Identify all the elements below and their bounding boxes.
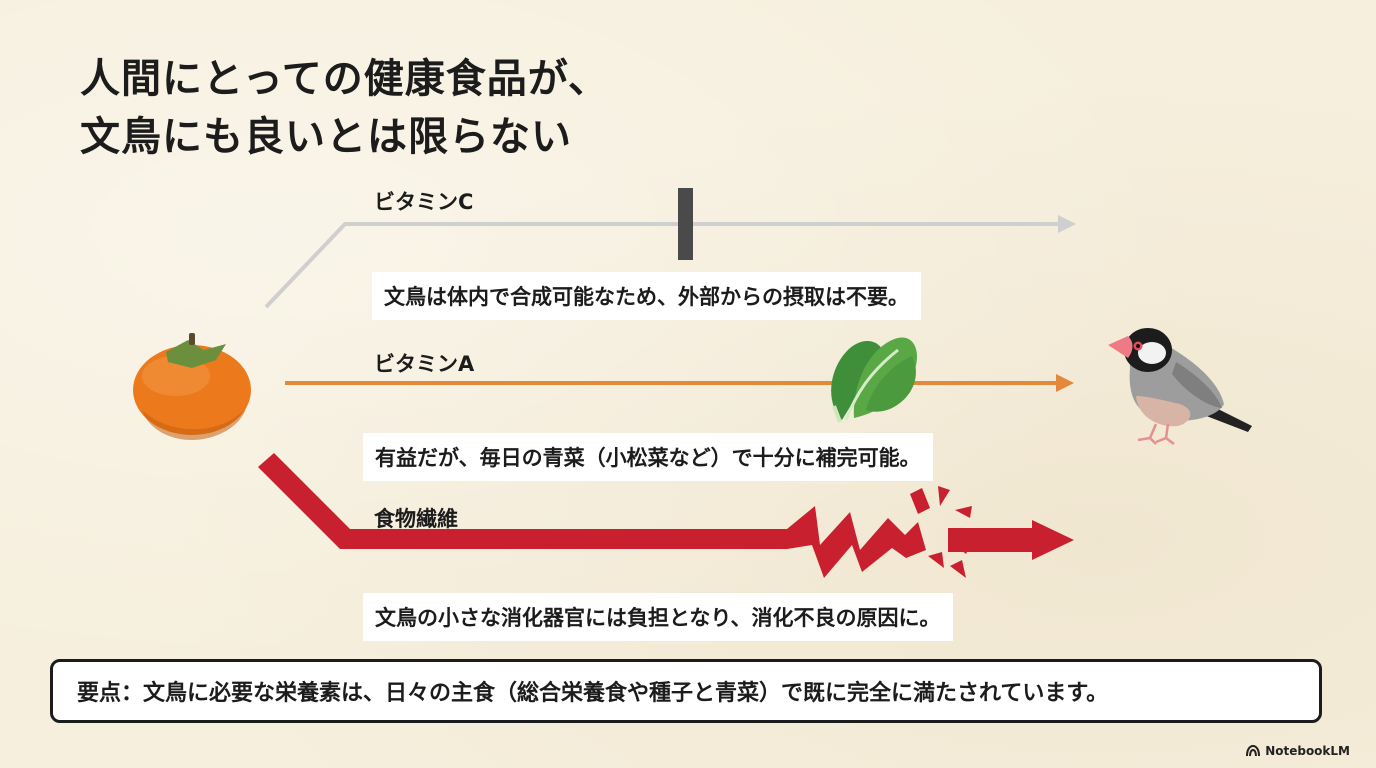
fiber-arrow-body xyxy=(258,453,926,578)
page-title: 人間にとっての健康食品が、 文鳥にも良いとは限らない xyxy=(80,50,609,166)
vitamin-c-note: 文鳥は体内で合成可能なため、外部からの摂取は不要。 xyxy=(372,272,921,320)
vitamin-a-note: 有益だが、毎日の青菜（小松菜など）で十分に補完可能。 xyxy=(363,433,933,481)
barrier-icon xyxy=(678,188,693,260)
vitamin-c-label: ビタミンC xyxy=(374,190,474,214)
vitamin-c-arrow-head xyxy=(1058,215,1076,233)
dietary-fiber-note: 文鳥の小さな消化器官には負担となり、消化不良の原因に。 xyxy=(363,593,953,641)
vitamin-a-route xyxy=(285,337,1074,423)
fiber-arrow-head xyxy=(948,520,1074,560)
page-title-line-1: 人間にとっての健康食品が、 xyxy=(80,56,609,102)
vitamin-a-arrow-head xyxy=(1056,374,1074,392)
dietary-fiber-label: 食物繊維 xyxy=(374,507,458,531)
vitamin-a-label: ビタミンA xyxy=(374,352,475,376)
java-sparrow-icon xyxy=(1108,328,1252,445)
dietary-fiber-route xyxy=(258,453,1074,578)
page-title-line-2: 文鳥にも良いとは限らない xyxy=(80,114,572,160)
brand-name: NotebookLM xyxy=(1265,744,1350,758)
vitamin-c-route xyxy=(264,188,1076,309)
komatsuna-icon xyxy=(831,337,918,423)
notebooklm-logo-icon xyxy=(1246,745,1261,757)
summary-text: 要点：文鳥に必要な栄養素は、日々の主食（総合栄養食や種子と青菜）で既に完全に満た… xyxy=(77,681,1109,706)
burst-icon xyxy=(910,486,972,578)
summary-box: 要点：文鳥に必要な栄養素は、日々の主食（総合栄養食や種子と青菜）で既に完全に満た… xyxy=(50,659,1322,723)
brand-mark: NotebookLM xyxy=(1246,744,1350,758)
persimmon-icon xyxy=(133,333,251,440)
vitamin-c-arrow-line xyxy=(264,222,1062,309)
